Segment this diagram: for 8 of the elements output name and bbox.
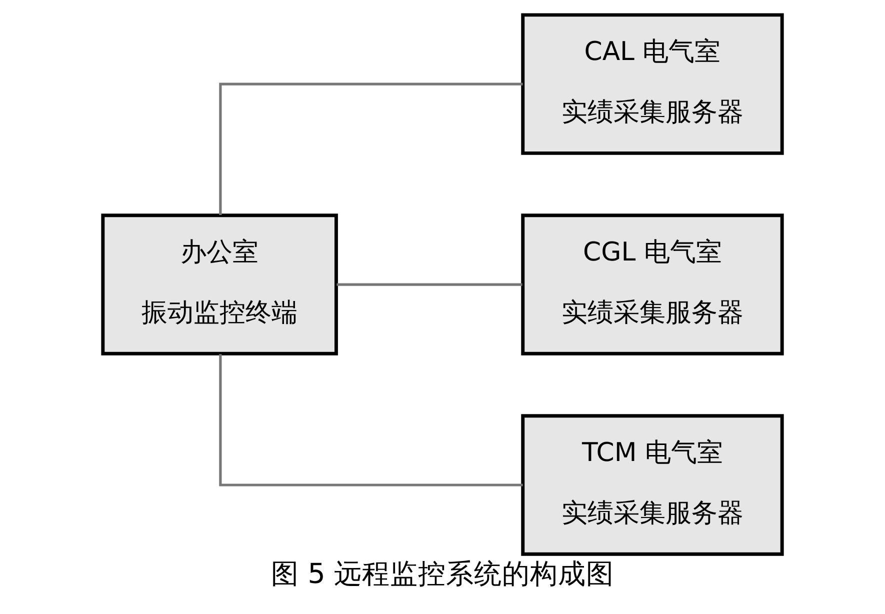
connector — [219, 354, 523, 486]
node-box: CAL 电气室 实绩采集服务器 — [521, 13, 784, 155]
caption: 图 5 远程监控系统的构成图 — [270, 557, 614, 590]
node-box: TCM 电气室 实绩采集服务器 — [521, 414, 784, 556]
node-box: 办公室 振动监控终端 — [101, 214, 338, 356]
connector — [219, 82, 523, 215]
connector — [336, 283, 522, 286]
node-box: CGL 电气室 实绩采集服务器 — [521, 214, 784, 356]
